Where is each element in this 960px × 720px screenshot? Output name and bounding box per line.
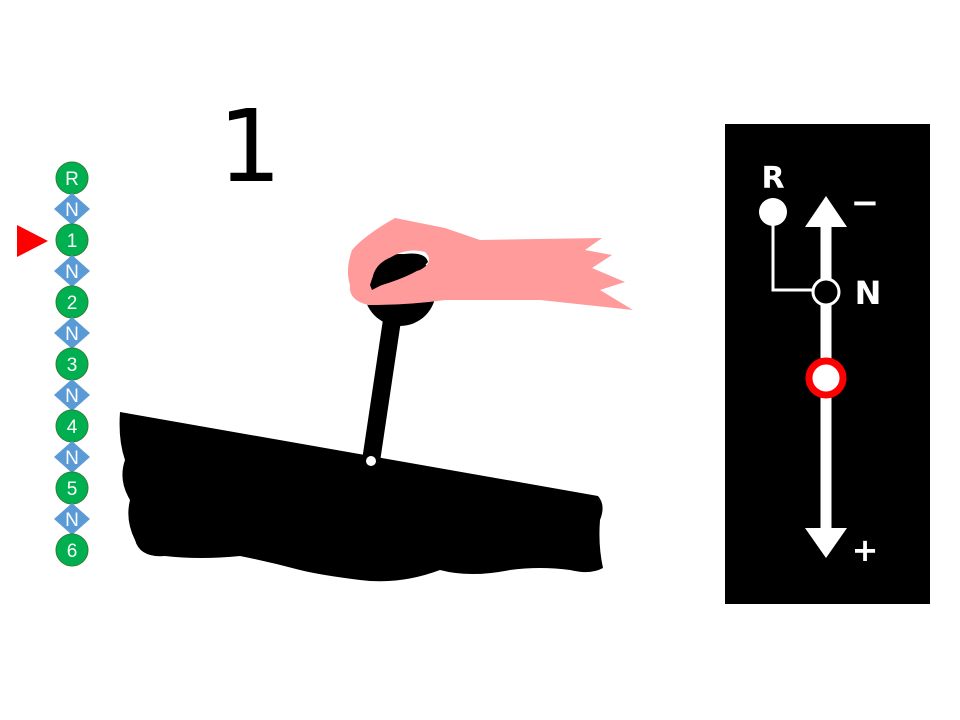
reverse-path-line xyxy=(771,222,813,292)
current-position-marker xyxy=(805,357,847,399)
neutral-diamond xyxy=(54,503,90,535)
neutral-item: N xyxy=(54,193,90,225)
neutral-diamond xyxy=(54,379,90,411)
selected-gear-pointer-icon xyxy=(17,225,48,257)
gear-item-1: 1 xyxy=(55,223,89,257)
gear-label: R xyxy=(65,169,79,190)
gear-label: N xyxy=(65,324,79,345)
neutral-item: N xyxy=(54,441,90,473)
gear-item-6: 6 xyxy=(55,533,89,567)
minus-label: − xyxy=(851,183,880,223)
gear-item-4: 4 xyxy=(55,409,89,443)
knob-top xyxy=(371,253,428,288)
gear-item-R: R xyxy=(55,161,89,195)
hand-icon xyxy=(347,218,633,310)
gear-label: 4 xyxy=(67,417,78,438)
neutral-diamond xyxy=(54,317,90,349)
neutral-diamond xyxy=(54,193,90,225)
shift-down-arrow-icon xyxy=(805,528,847,558)
gear-label: N xyxy=(65,386,79,407)
neutral-diamond xyxy=(54,441,90,473)
gear-label: 5 xyxy=(67,479,78,500)
neutral-item: N xyxy=(54,379,90,411)
gear-label: 6 xyxy=(67,541,78,562)
neutral-position-ring xyxy=(811,277,841,307)
gear-label: N xyxy=(65,510,79,531)
neutral-item: N xyxy=(54,503,90,535)
reverse-label: R xyxy=(761,161,784,196)
neutral-item: N xyxy=(54,255,90,287)
shift-up-arrow-icon xyxy=(805,196,847,227)
neutral-item: N xyxy=(54,317,90,349)
gear-item-5: 5 xyxy=(55,471,89,505)
gear-label: 3 xyxy=(67,355,78,376)
gear-label: N xyxy=(65,200,79,221)
reverse-position-dot xyxy=(759,198,787,226)
gear-label: N xyxy=(65,448,79,469)
lever-pivot xyxy=(366,456,376,466)
neutral-label: N xyxy=(855,274,882,312)
shift-lever xyxy=(362,291,404,470)
neutral-diamond xyxy=(54,255,90,287)
plus-label: + xyxy=(852,531,879,569)
shifter-base xyxy=(119,412,604,582)
gear-circle xyxy=(55,533,89,567)
gear-label: 2 xyxy=(67,293,78,314)
gear-item-3: 3 xyxy=(55,347,89,381)
gear-label: 1 xyxy=(67,231,78,252)
current-gear-number: 1 xyxy=(218,88,282,205)
gear-label: N xyxy=(65,262,79,283)
gear-item-2: 2 xyxy=(55,285,89,319)
